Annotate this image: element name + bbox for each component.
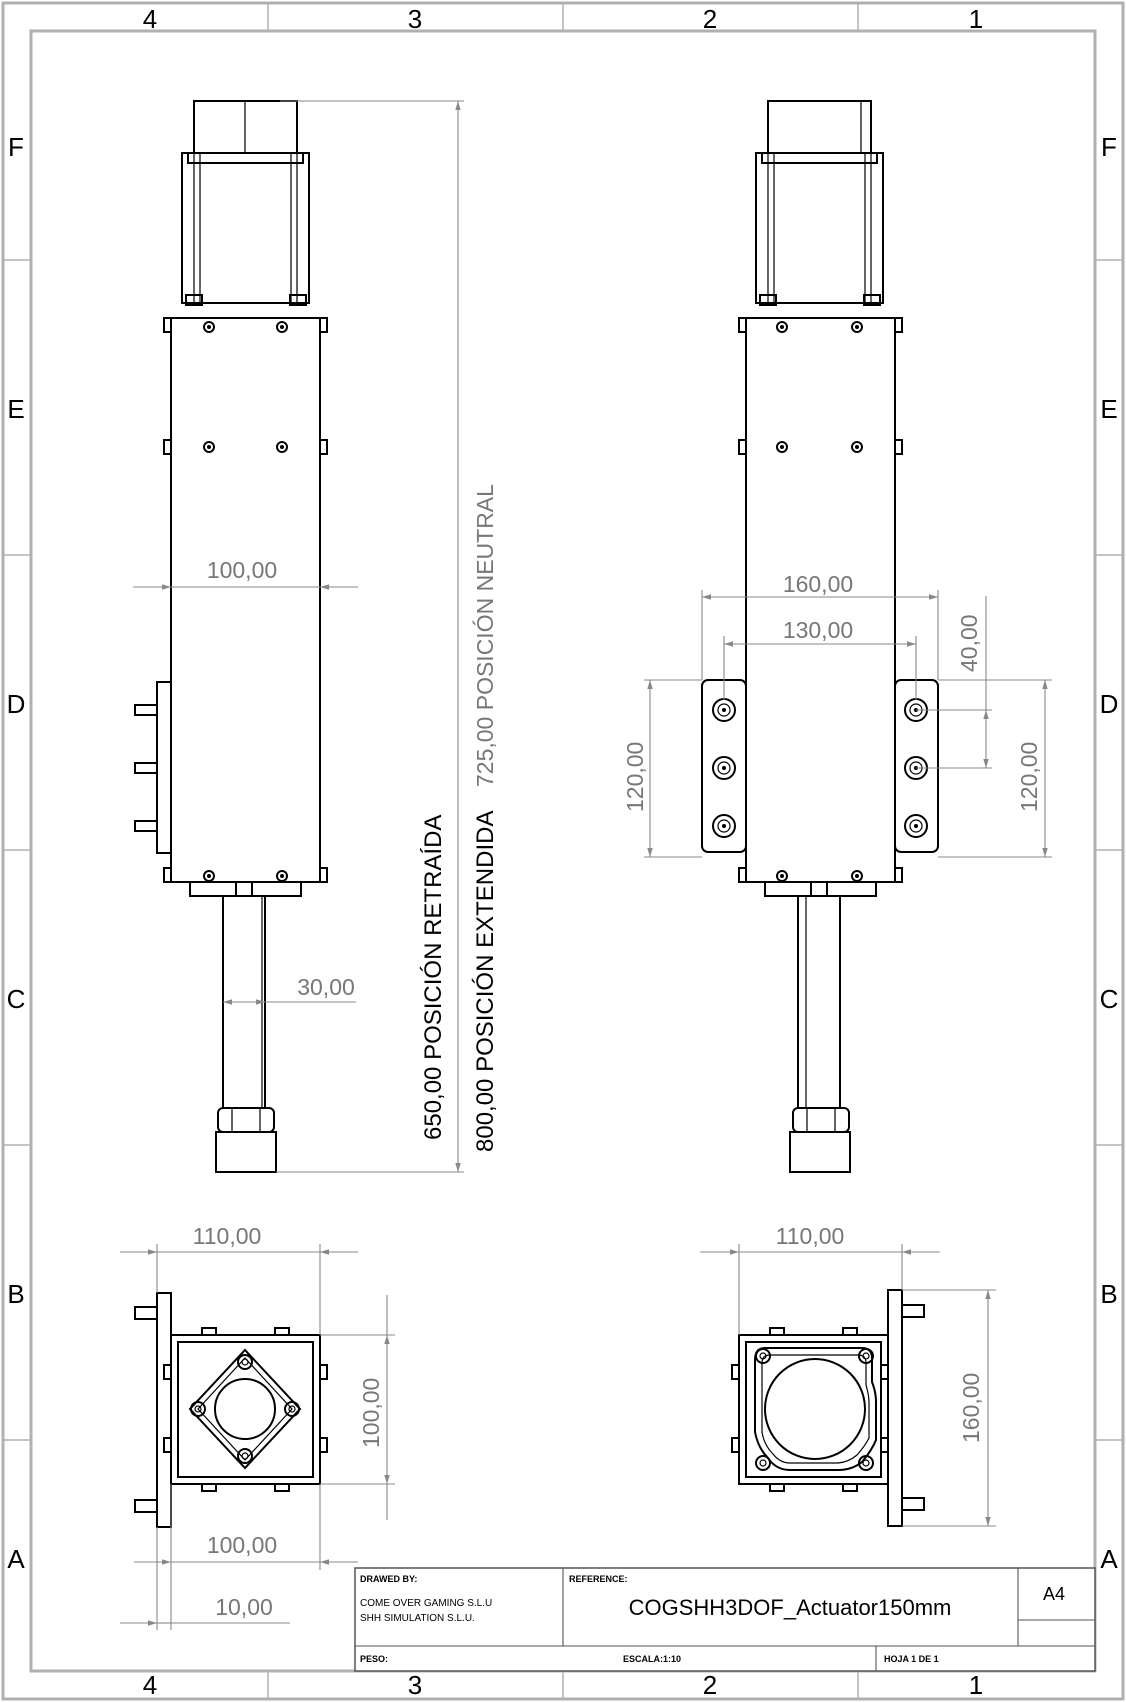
dim-hole-pitch: 40,00: [956, 614, 982, 672]
title-block: DRAWED BY: COME OVER GAMING S.L.U SHH SI…: [354, 1567, 1096, 1672]
bottom-view-right-dimensions: 110,00 160,00: [700, 1223, 996, 1527]
dim-extended-length: 800,00 POSICIÓN EXTENDIDA: [472, 811, 499, 1152]
column-label-bottom: 2: [703, 1670, 717, 1700]
dim-hole-span: 130,00: [783, 617, 853, 643]
drawn-by-company: COME OVER GAMING S.L.U: [360, 1598, 492, 1609]
row-label-left: C: [7, 984, 26, 1014]
motor-cap: [767, 100, 872, 154]
side-view-dimensions: 160,00 130,00 120,00 120,00 40,00: [622, 571, 1052, 858]
actuator-housing: [170, 317, 321, 883]
zone-labels: 4 3 2 1 4 3 2 1 F E D C B A F E D C B A: [7, 4, 1119, 1700]
dim-flange-thickness: 10,00: [215, 1594, 273, 1620]
column-label-top: 4: [143, 4, 157, 34]
row-label-right: F: [1101, 132, 1117, 162]
paper-size: A4: [1043, 1584, 1065, 1604]
bottom-view-right: [731, 1289, 925, 1527]
scale-label: ESCALA:1:10: [623, 1654, 681, 1664]
side-mount-plate: [156, 681, 172, 854]
housing-outline: [170, 1334, 321, 1485]
front-view-dimensions: 100,00 30,00 650,00 POSICIÓN RETRAÍDA 80…: [133, 100, 499, 1173]
dim-outer-width: 160,00: [783, 571, 853, 597]
column-label-bottom: 1: [969, 1670, 983, 1700]
row-label-left: B: [7, 1279, 24, 1309]
dim-ear-height-right: 120,00: [1016, 742, 1042, 812]
weight-label: PESO:: [360, 1654, 388, 1664]
rod-end-foot: [789, 1131, 851, 1173]
column-label-bottom: 3: [408, 1670, 422, 1700]
dim-bottom-width: 100,00: [207, 1532, 277, 1558]
row-label-right: A: [1100, 1544, 1118, 1574]
column-label-bottom: 4: [143, 1670, 157, 1700]
drawn-by-label: DRAWED BY:: [360, 1574, 417, 1584]
bottom-view-left-dimensions: 110,00 100,00 10,00 100,00: [120, 1223, 395, 1630]
mount-flange: [887, 1289, 903, 1527]
motor-body: [181, 152, 310, 304]
dim-top-width: 110,00: [193, 1223, 262, 1249]
dim-retracted-length: 650,00 POSICIÓN RETRAÍDA: [420, 815, 447, 1140]
actuator-housing: [745, 317, 896, 883]
drawing-reference: COGSHH3DOF_Actuator150mm: [629, 1595, 952, 1620]
drawn-by-company: SHH SIMULATION S.L.U.: [360, 1613, 475, 1624]
side-view: [701, 100, 939, 1173]
row-label-left: A: [7, 1544, 25, 1574]
rod-end-foot: [215, 1131, 277, 1173]
dim-height: 100,00: [358, 1378, 384, 1448]
mount-flange: [156, 1292, 172, 1528]
dim-neutral-length: 725,00 POSICIÓN NEUTRAL: [472, 484, 498, 787]
dim-top-width: 110,00: [776, 1223, 845, 1249]
dim-rod-diameter: 30,00: [297, 974, 355, 1000]
reference-label: REFERENCE:: [569, 1574, 628, 1584]
row-label-left: D: [7, 689, 26, 719]
row-label-right: C: [1100, 984, 1119, 1014]
column-label-top: 1: [969, 4, 983, 34]
column-label-top: 2: [703, 4, 717, 34]
column-label-top: 3: [408, 4, 422, 34]
dim-housing-width: 100,00: [207, 557, 277, 583]
dim-ear-height-left: 120,00: [622, 742, 648, 812]
row-label-left: E: [7, 394, 24, 424]
row-label-right: D: [1100, 689, 1119, 719]
front-view: [134, 100, 328, 1173]
row-label-right: E: [1100, 394, 1117, 424]
row-label-right: B: [1100, 1279, 1117, 1309]
motor-body: [755, 152, 884, 304]
sheet-label: HOJA 1 DE 1: [884, 1654, 939, 1664]
piston-rod: [797, 895, 841, 1109]
bottom-view-left: [134, 1292, 328, 1528]
row-label-left: F: [8, 132, 24, 162]
dim-height: 160,00: [958, 1373, 984, 1443]
